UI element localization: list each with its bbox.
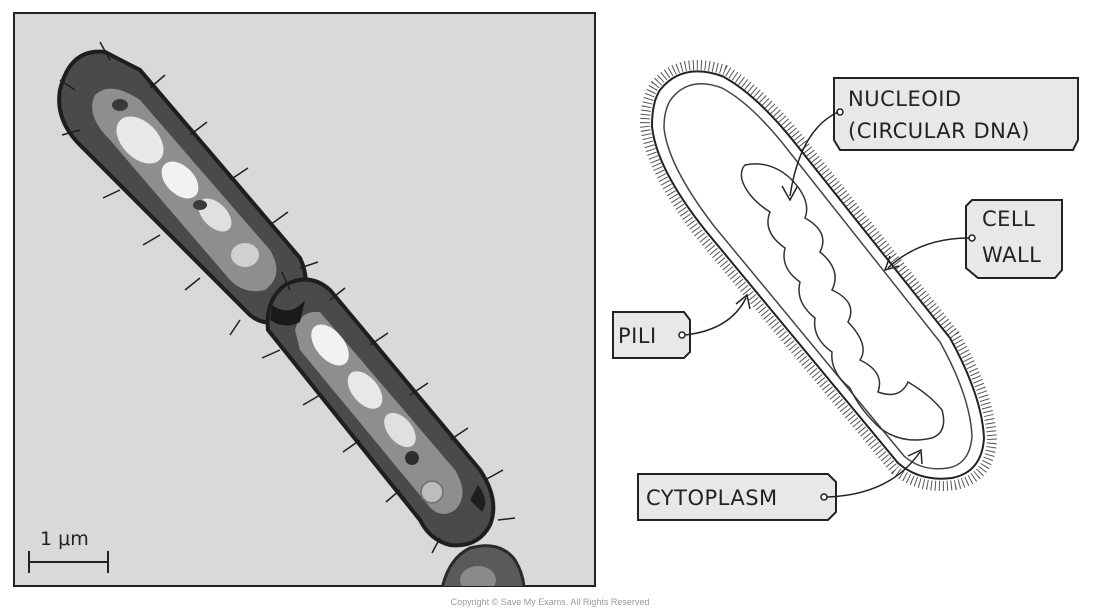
light-patch bbox=[198, 198, 232, 232]
granule bbox=[420, 480, 444, 504]
upper-bacterium-cell bbox=[57, 41, 319, 336]
nucleoid-dna-loop bbox=[740, 163, 945, 441]
lower-bacterium-cell bbox=[261, 271, 516, 554]
arrowhead-icon bbox=[735, 293, 751, 310]
cell-septum bbox=[270, 300, 305, 326]
pili-pointer-line bbox=[684, 297, 747, 336]
plasma-membrane bbox=[663, 83, 973, 470]
tag-shape bbox=[612, 311, 691, 359]
arrowhead-icon bbox=[883, 255, 900, 272]
light-patch bbox=[231, 243, 259, 267]
pili-label-tag: PILI bbox=[612, 293, 751, 359]
nucleoid-label-line2: (CIRCULAR DNA) bbox=[848, 119, 1030, 143]
cell-pole-dark bbox=[470, 485, 486, 512]
light-patch bbox=[347, 371, 383, 409]
light-patch bbox=[384, 412, 416, 448]
upper-cell-pili bbox=[59, 41, 319, 336]
light-patch bbox=[161, 161, 199, 199]
dark-spot bbox=[193, 200, 207, 210]
cell-wall-label-line1: CELL bbox=[982, 207, 1035, 231]
tag-eyelet bbox=[820, 493, 828, 501]
nucleoid-label-tag: NUCLEOID (CIRCULAR DNA) bbox=[781, 77, 1079, 202]
copyright-notice: Copyright © Save My Exams. All Rights Re… bbox=[450, 597, 650, 607]
dark-spot bbox=[405, 451, 419, 465]
fragment-texture bbox=[460, 566, 496, 586]
pili-label: PILI bbox=[618, 324, 657, 348]
tag-eyelet bbox=[968, 234, 976, 242]
micrograph-panel: 1 μm bbox=[13, 12, 596, 587]
labelled-drawing: NUCLEOID (CIRCULAR DNA) CELL WALL PILI bbox=[612, 60, 1079, 521]
scale-bar-label: 1 μm bbox=[40, 528, 89, 550]
lower-cell-pili bbox=[261, 271, 516, 554]
cytoplasm-pointer-line bbox=[826, 451, 921, 498]
arrowhead-icon bbox=[781, 185, 798, 202]
nucleoid-label-line1: NUCLEOID bbox=[848, 87, 962, 111]
cytoplasm-label: CYTOPLASM bbox=[646, 486, 778, 510]
tag-shape bbox=[833, 77, 1079, 151]
light-patch bbox=[311, 324, 349, 366]
tag-shape bbox=[965, 199, 1063, 279]
scale-bar: 1 μm bbox=[28, 528, 109, 573]
dark-spot bbox=[112, 99, 128, 111]
arrowhead-icon bbox=[907, 448, 923, 465]
cell-wall-pointer-line bbox=[887, 237, 970, 269]
cell-wall-label-tag: CELL WALL bbox=[883, 199, 1063, 279]
cell-wall-label-line2: WALL bbox=[982, 243, 1041, 267]
nucleoid-pointer-line bbox=[789, 111, 839, 197]
light-patch bbox=[116, 116, 164, 164]
tag-shape bbox=[637, 473, 837, 521]
cytoplasm-label-tag: CYTOPLASM bbox=[637, 448, 923, 521]
tag-eyelet bbox=[678, 331, 686, 339]
